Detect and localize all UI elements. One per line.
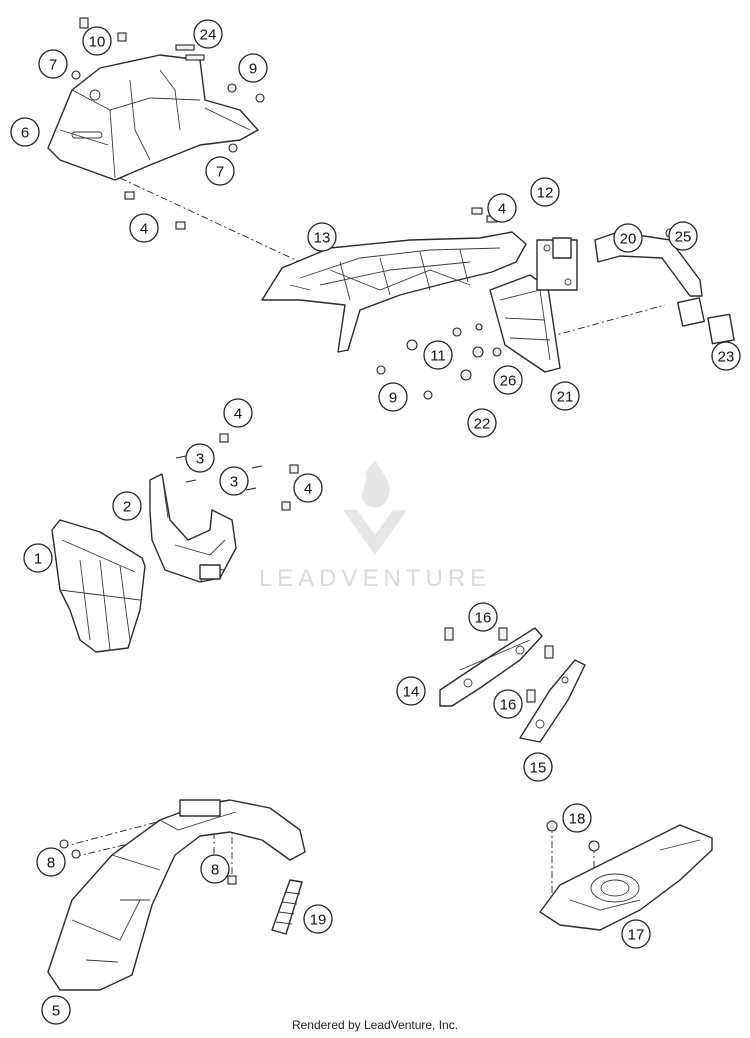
callout-5: 5 — [41, 995, 71, 1025]
callout-label: 9 — [389, 390, 397, 407]
callout-label: 4 — [140, 221, 148, 238]
callout-label: 10 — [89, 34, 106, 51]
callout-label: 13 — [314, 230, 331, 247]
callout-label: 18 — [569, 811, 586, 828]
hardware-group-bracket — [175, 433, 299, 511]
headlight-bracket — [149, 473, 237, 583]
callout-label: 6 — [21, 125, 29, 142]
callout-label: 17 — [628, 927, 645, 944]
tank-cover — [539, 824, 713, 931]
hardware-group-top — [71, 17, 265, 230]
callout-23: 23 — [711, 341, 741, 371]
callout-14: 14 — [396, 676, 426, 706]
callout-4: 4 — [223, 398, 253, 428]
front-fender — [47, 799, 306, 991]
callout-label: 16 — [500, 697, 517, 714]
callout-3: 3 — [185, 443, 215, 473]
callout-15: 15 — [523, 752, 553, 782]
callout-label: 23 — [718, 349, 735, 366]
footer-credit: Rendered by LeadVenture, Inc. — [291, 1018, 459, 1032]
callout-label: 25 — [675, 229, 692, 246]
callout-label: 15 — [530, 760, 547, 777]
callout-label: 12 — [537, 185, 554, 202]
rear-fender — [261, 231, 527, 353]
callout-4: 4 — [293, 473, 323, 503]
reflector — [707, 313, 735, 345]
callout-label: 19 — [310, 912, 327, 929]
callout-label: 20 — [620, 231, 637, 248]
callout-17: 17 — [621, 919, 651, 949]
callout-label: 2 — [123, 499, 131, 516]
callout-9: 9 — [238, 53, 268, 83]
callout-18: 18 — [562, 803, 592, 833]
license-plate-bracket — [489, 274, 561, 373]
callout-label: 3 — [196, 451, 204, 468]
callout-label: 4 — [304, 481, 312, 498]
callout-label: 22 — [474, 416, 491, 433]
callout-3: 3 — [219, 466, 249, 496]
callout-8: 8 — [36, 847, 66, 877]
callout-11: 11 — [423, 340, 453, 370]
callout-4: 4 — [129, 213, 159, 243]
callout-20: 20 — [613, 223, 643, 253]
headlight-mask — [51, 519, 146, 653]
hardware-group-16 — [444, 627, 554, 703]
callout-16: 16 — [468, 602, 498, 632]
grille — [271, 879, 303, 935]
hardware-group-tank — [546, 820, 600, 852]
callout-10: 10 — [82, 26, 112, 56]
callout-25: 25 — [668, 221, 698, 251]
rear-tail-cover — [47, 54, 259, 181]
callout-16: 16 — [493, 689, 523, 719]
callout-label: 26 — [500, 373, 517, 390]
callout-label: 8 — [211, 862, 219, 879]
callout-7: 7 — [205, 156, 235, 186]
callout-8: 8 — [200, 854, 230, 884]
leader-fender-bolts — [61, 816, 177, 848]
callout-label: 4 — [498, 201, 506, 218]
callout-26: 26 — [493, 365, 523, 395]
callout-label: 7 — [49, 57, 57, 74]
callout-2: 2 — [112, 491, 142, 521]
callout-24: 24 — [193, 19, 223, 49]
callout-4: 4 — [487, 193, 517, 223]
callout-label: 11 — [430, 348, 446, 365]
callout-label: 21 — [557, 389, 574, 406]
callout-label: 8 — [47, 855, 55, 872]
callout-label: 7 — [216, 164, 224, 181]
callout-label: 1 — [34, 551, 42, 568]
callout-7: 7 — [38, 49, 68, 79]
callout-12: 12 — [530, 177, 560, 207]
callout-13: 13 — [307, 222, 337, 252]
leader-rear-fender-to-tail — [119, 177, 301, 263]
number-plate-holder — [439, 627, 543, 707]
callout-label: 9 — [249, 61, 257, 78]
callout-label: 5 — [52, 1003, 60, 1020]
callout-label: 4 — [234, 406, 242, 423]
callout-21: 21 — [550, 381, 580, 411]
callout-9: 9 — [378, 382, 408, 412]
callout-19: 19 — [303, 904, 333, 934]
callout-6: 6 — [10, 117, 40, 147]
callout-label: 16 — [475, 610, 492, 627]
hardware-group-fender — [376, 207, 502, 400]
plate-light — [536, 237, 578, 291]
callout-1: 1 — [23, 543, 53, 573]
callout-label: 14 — [403, 684, 420, 701]
callout-label: 3 — [230, 474, 238, 491]
callout-label: 24 — [200, 27, 217, 44]
side-cover — [519, 659, 586, 743]
callout-22: 22 — [467, 408, 497, 438]
